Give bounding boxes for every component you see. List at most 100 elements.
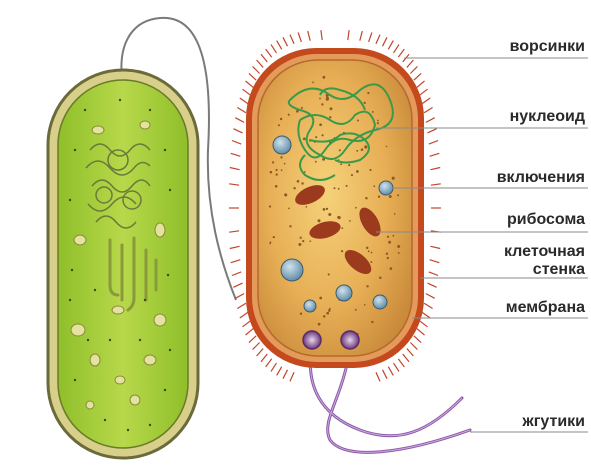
label-ribosoma: рибосома xyxy=(507,211,585,228)
pilus xyxy=(249,336,256,343)
cytoplasm-dot xyxy=(293,187,295,189)
cytoplasm-dot xyxy=(315,161,317,163)
pilus xyxy=(277,367,282,376)
pilus xyxy=(429,272,438,276)
pilus xyxy=(237,108,246,113)
cytoplasm-dot xyxy=(355,207,357,209)
cytoplasm-dot xyxy=(392,235,394,237)
cytoplasm-dot xyxy=(321,134,323,136)
pilus xyxy=(290,372,294,381)
cytoplasm-dot xyxy=(288,208,290,210)
cytoplasm-dot xyxy=(349,220,351,222)
cytoplasm-dot xyxy=(334,187,336,189)
cytoplasm-dot xyxy=(388,241,391,244)
cytoplasm-dot xyxy=(386,253,388,255)
cytoplasm-dot xyxy=(328,309,331,312)
cytoplasm-dot xyxy=(370,261,372,263)
cytoplasm-dot xyxy=(276,169,278,171)
pilus xyxy=(398,359,404,367)
cytoplasm-dot xyxy=(270,171,273,174)
cytoplasm-dot xyxy=(321,103,323,105)
pilus xyxy=(420,89,428,95)
pilus xyxy=(229,184,239,185)
label-stenka: стенка xyxy=(533,261,585,278)
pilus xyxy=(360,31,363,41)
pilus xyxy=(283,370,288,379)
labels: ворсинки нуклеоид включения рибосома кле… xyxy=(497,38,585,430)
pilus xyxy=(232,141,241,145)
cytoplasm-dot xyxy=(355,309,357,311)
pilus xyxy=(426,118,435,123)
inclusion xyxy=(373,295,387,309)
cytoplasm-dot xyxy=(328,213,331,216)
cytoplasm-dot xyxy=(284,163,286,165)
cytoplasm-dot xyxy=(366,285,368,287)
cytoplasm-dot xyxy=(386,146,388,148)
label-zhgutiki: жгутики xyxy=(521,413,585,430)
pilus xyxy=(233,129,242,133)
left-bacterium xyxy=(48,18,236,458)
cytoplasm-dot xyxy=(298,243,301,246)
cytoplasm-dot xyxy=(367,92,369,94)
label-nukleoid: нуклеоид xyxy=(510,108,585,125)
pilus xyxy=(424,108,433,113)
label-membrana: мембрана xyxy=(506,299,585,316)
cytoplasm-dot xyxy=(319,123,322,126)
pilus xyxy=(249,73,256,80)
pilus xyxy=(253,343,260,350)
cytoplasm-dot xyxy=(341,227,343,229)
pilus xyxy=(430,246,440,248)
pilus xyxy=(253,66,260,73)
cytoplasm-dot xyxy=(356,150,358,152)
cytoplasm-dot xyxy=(379,277,382,280)
cytoplasm-dot xyxy=(297,180,300,183)
pilus xyxy=(266,359,272,367)
cytoplasm-dot xyxy=(275,185,278,188)
cytoplasm-dot xyxy=(270,241,272,243)
pilus xyxy=(243,89,251,95)
pilus xyxy=(426,294,435,299)
cytoplasm-dot xyxy=(288,114,290,116)
pilus xyxy=(420,321,428,327)
pilus xyxy=(257,60,264,68)
cytoplasm-dot xyxy=(289,225,291,227)
cytoplasm-dot xyxy=(273,236,275,238)
cytoplasm-dot xyxy=(357,120,359,122)
pilus xyxy=(321,30,322,40)
cytoplasm-dot xyxy=(377,120,379,122)
cytoplasm-dot xyxy=(329,308,331,310)
cytoplasm-dot xyxy=(361,148,364,151)
cytoplasm-dot xyxy=(326,97,329,100)
pilus xyxy=(246,329,254,335)
cytoplasm-dot xyxy=(323,315,326,318)
cytoplasm-dot xyxy=(318,323,321,326)
flagellum-base xyxy=(303,331,321,349)
pilus xyxy=(233,283,242,287)
pilus xyxy=(308,31,311,41)
cytoplasm-dot xyxy=(312,82,314,84)
cytoplasm-dot xyxy=(276,173,278,175)
cytoplasm-dot xyxy=(300,237,302,239)
cytoplasm-dot xyxy=(387,257,389,259)
inclusion xyxy=(379,181,393,195)
cytoplasm-dot xyxy=(364,145,367,148)
cytoplasm-dot xyxy=(348,164,350,166)
cytoplasm-dot xyxy=(340,163,342,165)
cytoplasm-dot xyxy=(338,188,340,190)
pilus xyxy=(231,260,241,263)
pilus xyxy=(398,49,404,57)
cytoplasm-dot xyxy=(341,250,343,252)
cytoplasm-dot xyxy=(278,124,280,126)
pilus xyxy=(240,98,248,104)
cytoplasm-dot xyxy=(356,170,359,173)
cytoplasm-dot xyxy=(272,161,274,163)
pilus xyxy=(231,153,241,156)
cytoplasm-dot xyxy=(329,116,331,118)
cytoplasm-dot xyxy=(317,219,320,222)
cytoplasm-dot xyxy=(319,98,321,100)
cytoplasm-dot xyxy=(338,216,341,219)
cytoplasm-dot xyxy=(303,138,306,141)
cytoplasm-dot xyxy=(315,136,317,138)
cytoplasm-dot xyxy=(377,122,379,124)
pilus xyxy=(235,118,244,123)
